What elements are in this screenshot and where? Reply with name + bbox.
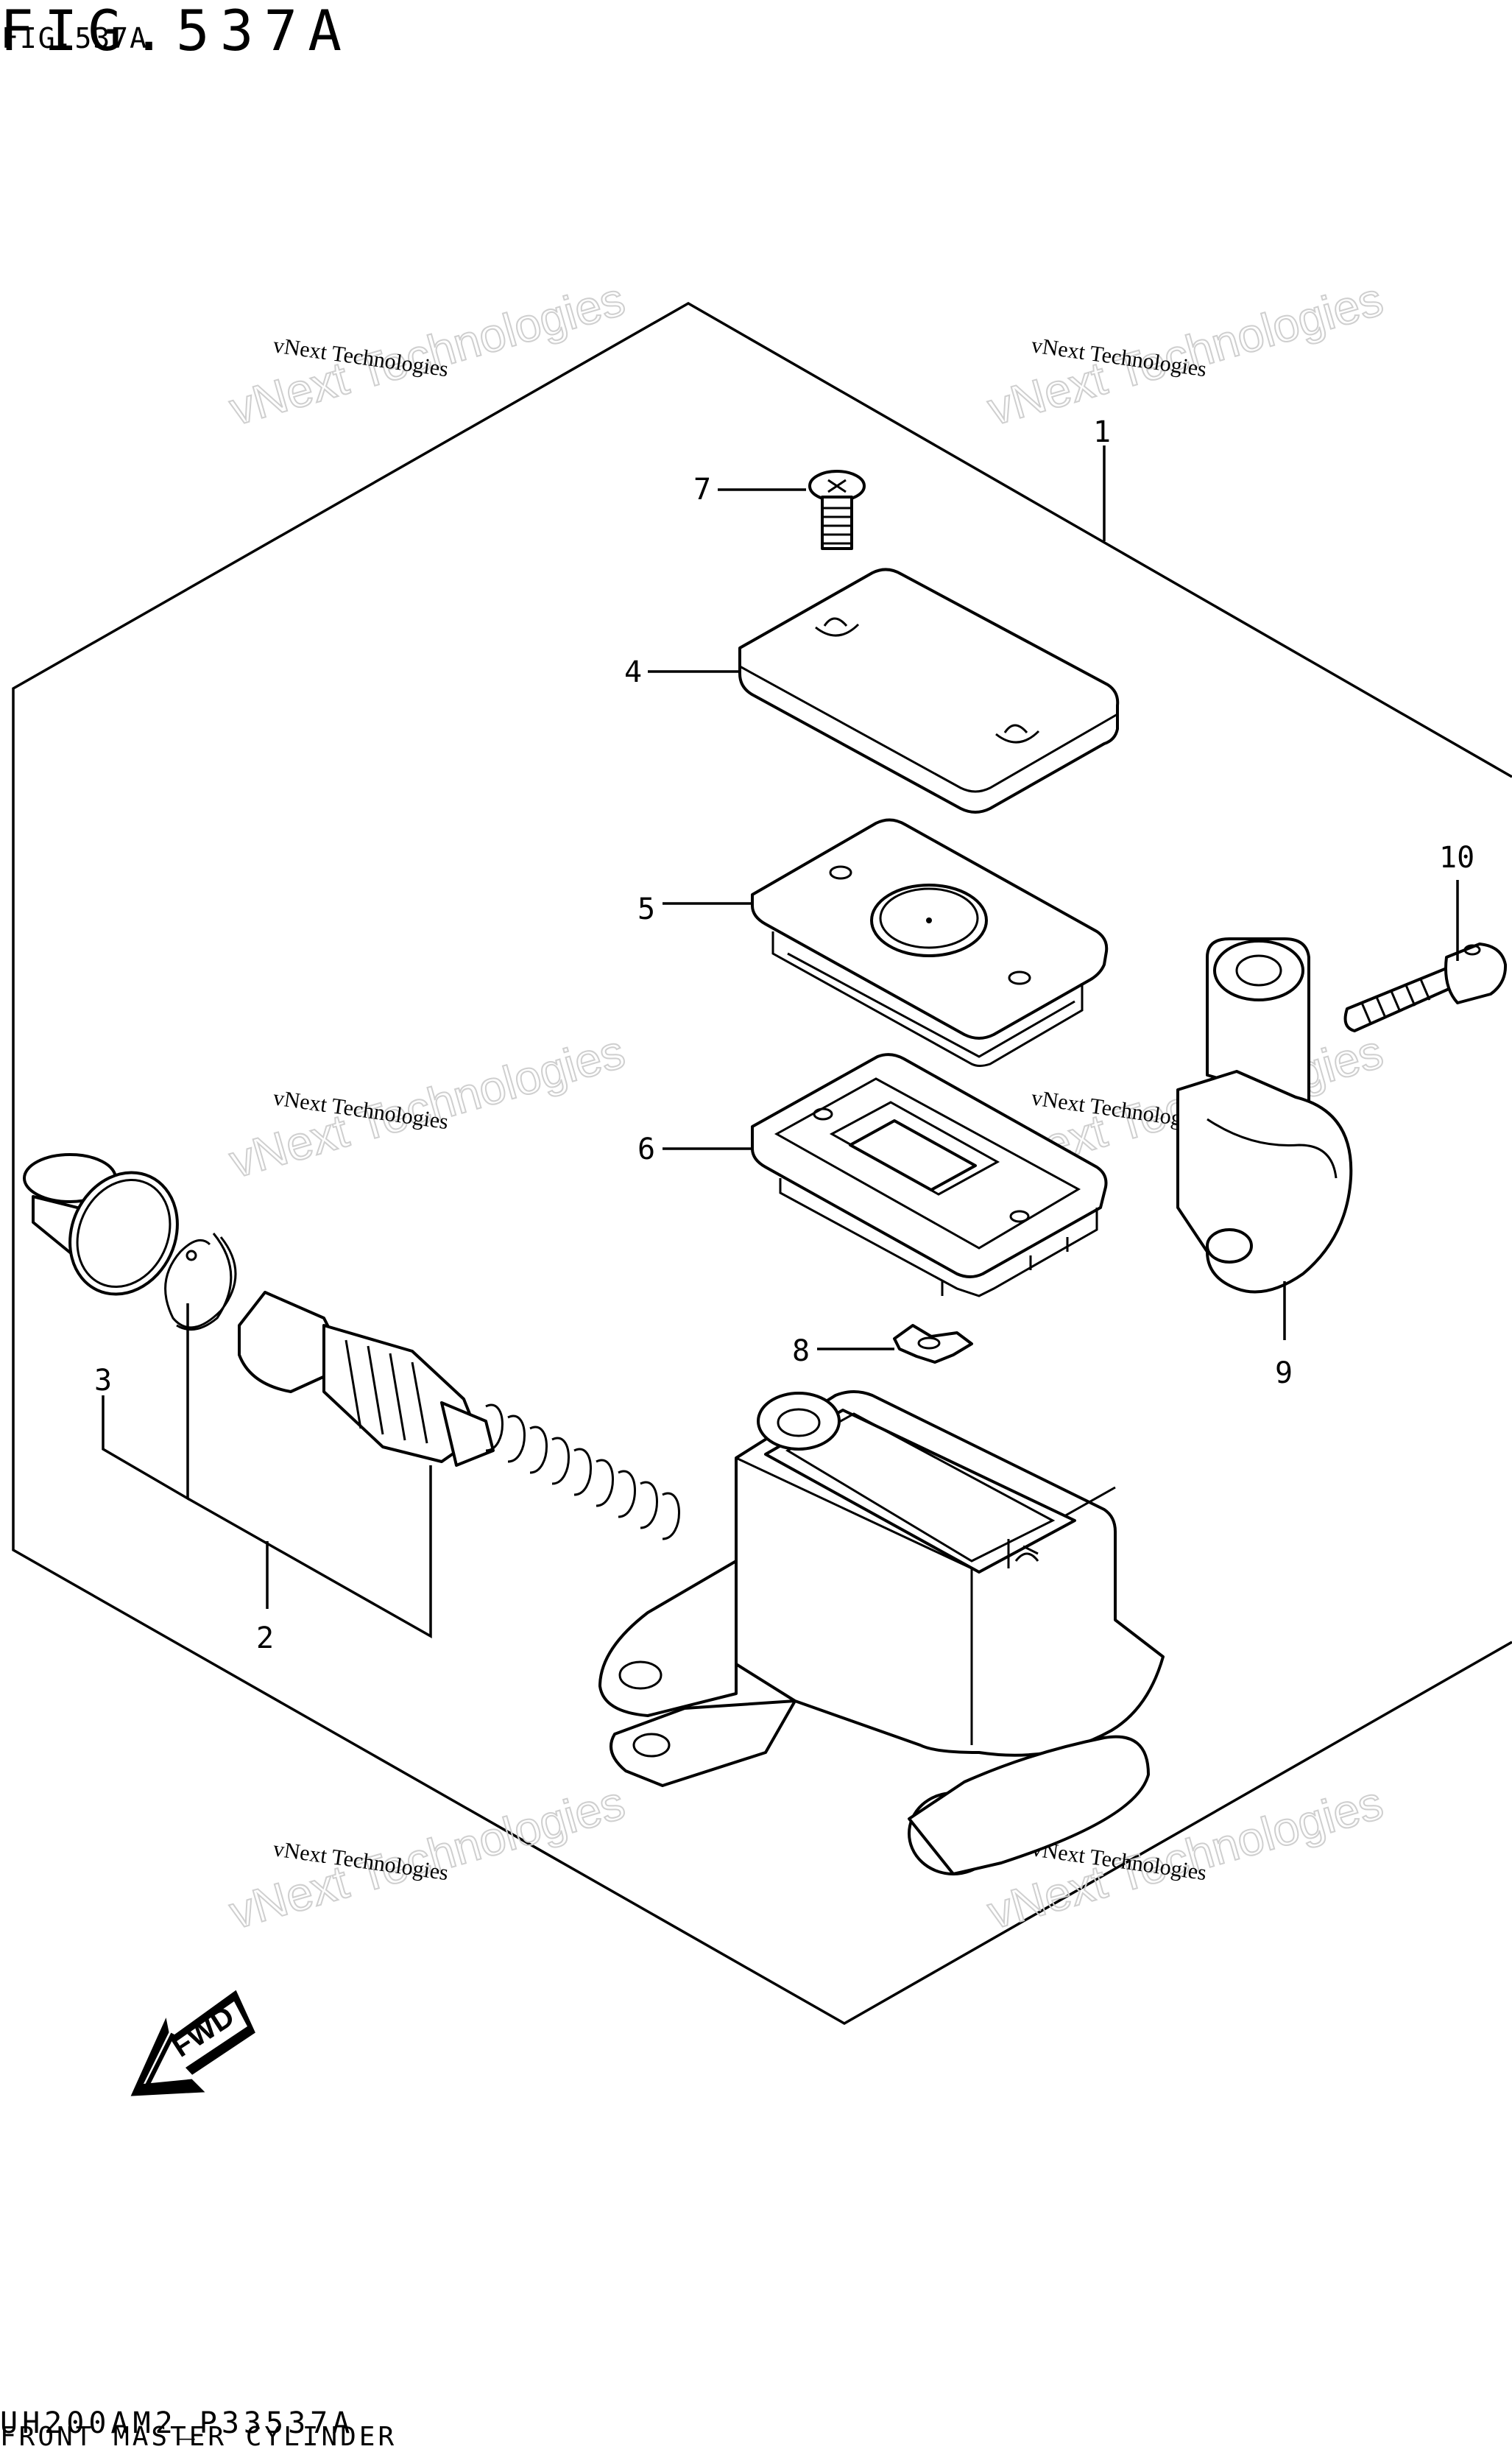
callout-5: 5 [637, 892, 655, 926]
part-6-reservoir-seal [751, 1053, 1108, 1297]
section-name: FRONT MASTER CYLINDER [0, 2422, 398, 2452]
leader-2 [187, 1465, 432, 1639]
callout-6: 6 [637, 1132, 655, 1166]
callout-8: 8 [792, 1334, 810, 1368]
callout-4: 4 [624, 655, 642, 689]
model-code: UH200AM2_P33537A [0, 2406, 355, 2440]
part-3-dust-boot [23, 1153, 179, 1296]
figure-subtitle: FIG.537A [1, 22, 149, 54]
watermark-bottom-left: vNext Technologies vNext Technologies [223, 1775, 631, 1940]
part-9-clamp [1176, 937, 1353, 1294]
callout-2: 2 [256, 1621, 274, 1655]
callout-3: 3 [94, 1364, 112, 1398]
callout-9: 9 [1275, 1356, 1293, 1390]
part-2-piston-kit [238, 1291, 680, 1540]
part-4-reservoir-cap [738, 568, 1120, 814]
fwd-arrow-icon: FWD [130, 1990, 255, 2096]
part-2-circlip [164, 1233, 237, 1331]
leader-3 [102, 1303, 189, 1501]
master-cylinder-body [598, 1390, 1165, 1875]
assembly-outline [12, 301, 1512, 2026]
part-8-nut [893, 1324, 973, 1364]
part-5-diaphragm-plate [751, 818, 1109, 1067]
callout-10: 10 [1439, 841, 1474, 875]
watermark-top-right: vNext Technologies vNext Technologies [981, 272, 1389, 437]
part-10-bolt [1343, 943, 1508, 1032]
callout-7: 7 [693, 473, 711, 507]
callout-1: 1 [1093, 415, 1111, 449]
watermark-top-left: vNext Technologies vNext Technologies [223, 272, 631, 437]
watermark-mid-left: vNext Technologies vNext Technologies [223, 1024, 631, 1189]
part-7-screw [808, 470, 866, 550]
figure-title: FIG.537A [0, 0, 353, 63]
